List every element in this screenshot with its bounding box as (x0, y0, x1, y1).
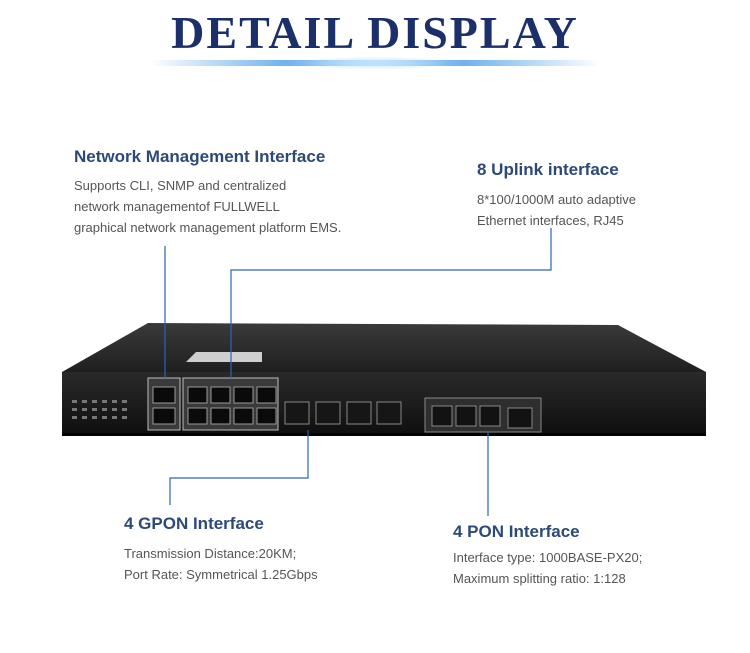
gpon-line-1: Transmission Distance:20KM; (124, 546, 297, 561)
gpon-line-2: Port Rate: Symmetrical 1.25Gbps (124, 567, 318, 582)
gpon-description: Transmission Distance:20KM; Port Rate: S… (124, 543, 318, 585)
led-indicators (72, 400, 127, 419)
chassis-top (62, 323, 706, 372)
uplink-line-1: 8*100/1000M auto adaptive (477, 192, 637, 207)
nmi-heading: Network Management Interface (74, 147, 326, 166)
nmi-line-2: network managementof FULLWELL (74, 199, 280, 214)
pon-description: Interface type: 1000BASE-PX20; Maximum s… (453, 547, 642, 589)
page-title: DETAIL DISPLAY (171, 7, 579, 58)
nmi-description: Supports CLI, SNMP and centralized netwo… (74, 175, 341, 238)
uplink-line-2: Ethernet interfaces, RJ45 (477, 213, 624, 228)
chassis-bottom-edge (62, 433, 706, 436)
pon-heading: 4 PON Interface (453, 522, 580, 541)
gpon-sfp-ports (284, 401, 402, 425)
uplink-description: 8*100/1000M auto adaptive Ethernet inter… (477, 189, 636, 231)
pon-sfp-ports (424, 397, 542, 433)
nmi-line-1: Supports CLI, SNMP and centralized (74, 178, 287, 193)
pon-line-2: Maximum splitting ratio: 1:128 (453, 571, 626, 586)
device-sticker (186, 352, 262, 362)
nmi-line-3: graphical network management platform EM… (74, 220, 342, 235)
title-glow (300, 56, 450, 70)
management-ports (147, 377, 181, 431)
leader-lines (164, 228, 552, 516)
uplink-heading: 8 Uplink interface (477, 160, 619, 179)
uplink-rj45-ports (182, 377, 279, 431)
leader-gpon (169, 430, 309, 505)
gpon-heading: 4 GPON Interface (124, 514, 264, 533)
pon-line-1: Interface type: 1000BASE-PX20; (453, 550, 643, 565)
leader-uplink (230, 228, 552, 378)
